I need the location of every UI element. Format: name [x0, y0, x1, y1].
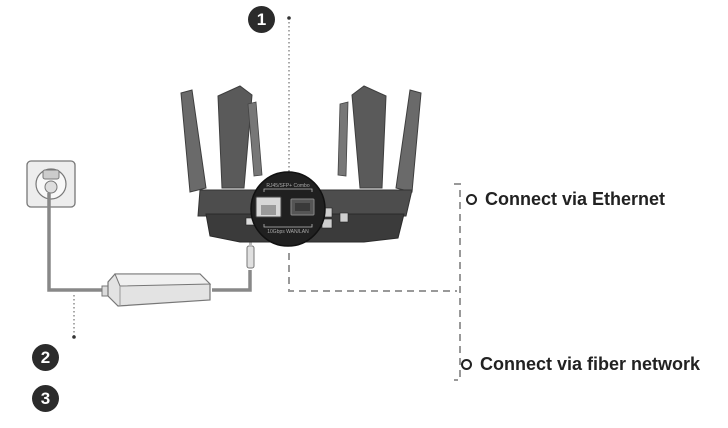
option-bracket	[454, 183, 461, 381]
antenna-right-outer	[395, 89, 422, 193]
ring-bullet-icon	[466, 194, 477, 205]
antenna-left-back	[247, 101, 263, 177]
router: RJ45/SFP+ Combo 10Gbps WAN/LAN	[180, 85, 422, 247]
combo-port-label: RJ45/SFP+ Combo	[266, 183, 309, 189]
port-zoom-circle	[250, 171, 326, 247]
option-ethernet-text: Connect via Ethernet	[485, 189, 666, 209]
antenna-left-outer	[180, 89, 207, 193]
leader-dot-step-2	[72, 335, 76, 339]
option-connect-ethernet: Connect via Ethernet	[466, 189, 665, 210]
step-badge-1: 1	[248, 6, 275, 33]
antenna-right-back	[337, 101, 349, 177]
option-connect-fiber: Connect via fiber network	[461, 354, 700, 375]
option-fiber-text: Connect via fiber network	[480, 354, 701, 374]
connection-dashed-path	[288, 253, 457, 292]
antenna-left-inner	[217, 85, 253, 189]
power-cable-wall	[47, 193, 102, 292]
step-badge-2: 2	[32, 344, 59, 371]
wan-port-label: 10Gbps WAN/LAN	[267, 229, 309, 235]
ring-bullet-icon	[461, 359, 472, 370]
power-cable-router	[212, 270, 252, 292]
power-adapter	[101, 273, 212, 307]
step-badge-3: 3	[32, 385, 59, 412]
power-outlet	[26, 160, 76, 208]
antenna-right-inner	[351, 85, 387, 189]
leader-dot-step-1	[287, 16, 291, 20]
